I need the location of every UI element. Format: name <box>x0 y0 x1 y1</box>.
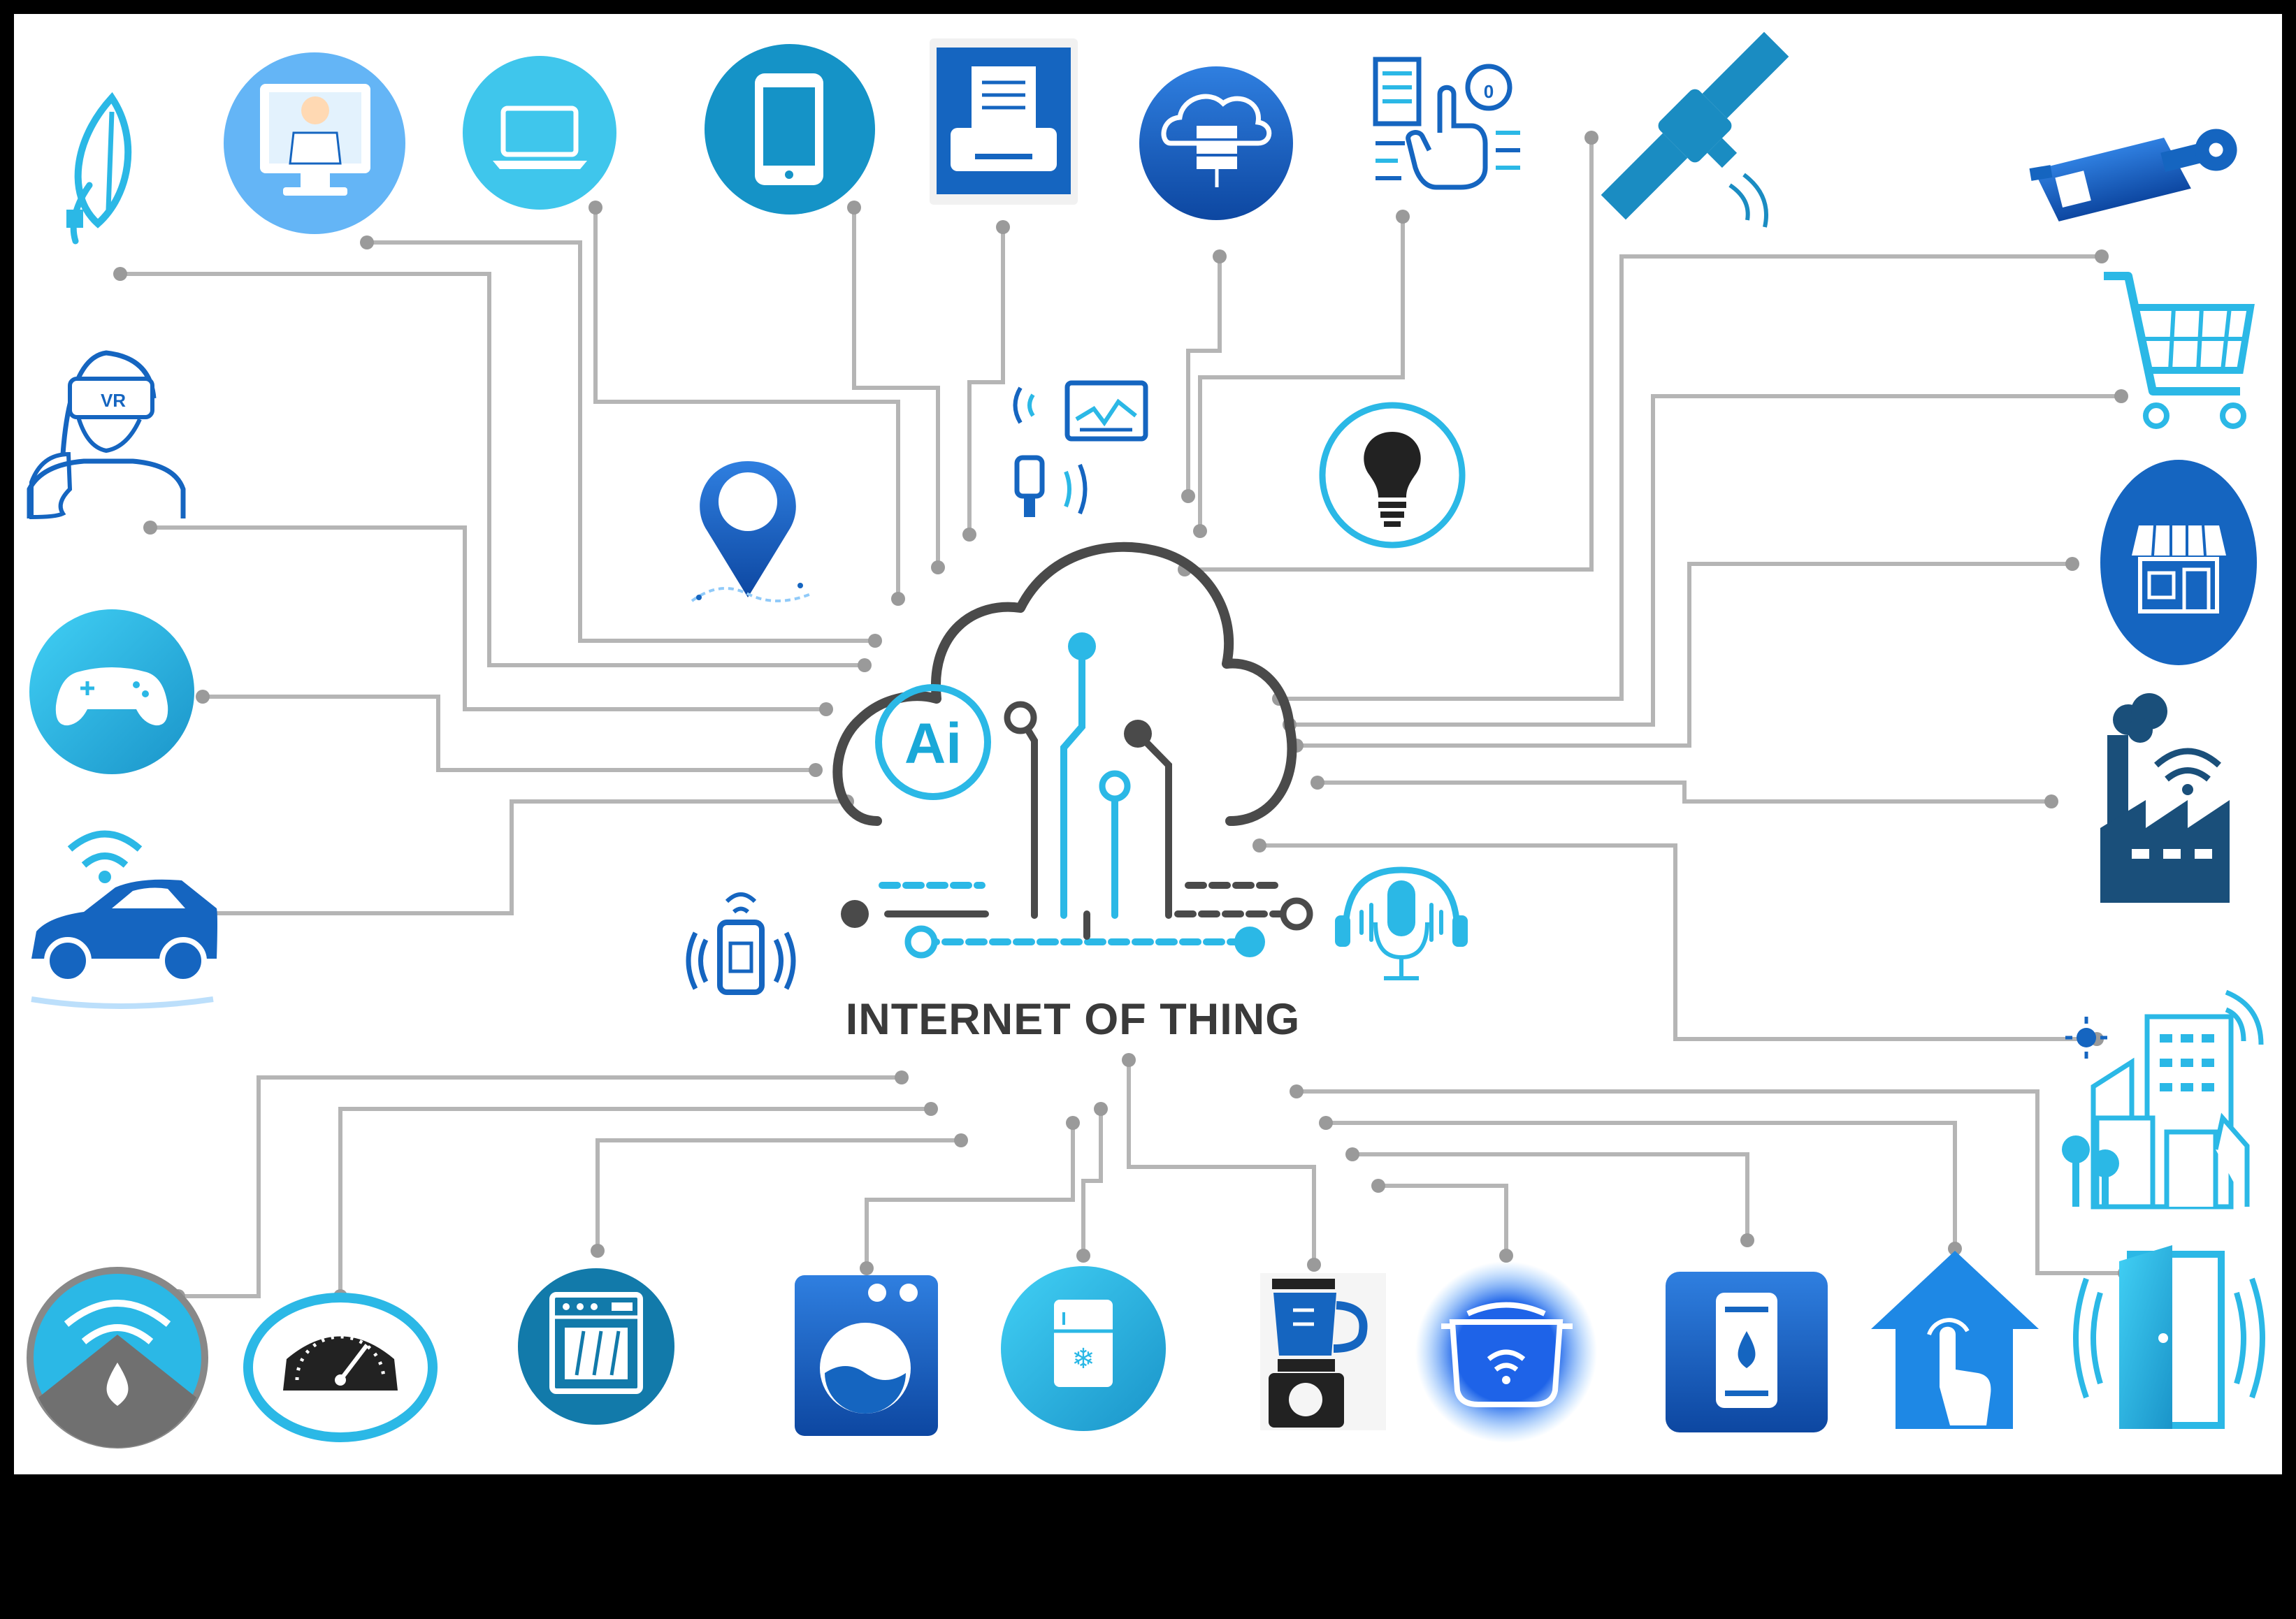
vr-label: VR <box>101 390 126 411</box>
smart-home-touch-icon <box>1871 1251 2039 1429</box>
blender-icon <box>1260 1273 1386 1430</box>
ai-label: Ai <box>904 712 962 776</box>
cloud-server-icon <box>1139 66 1293 220</box>
svg-text:❄: ❄ <box>1071 1343 1095 1375</box>
smart-water-icon <box>27 1267 208 1449</box>
smart-oven-icon <box>518 1268 674 1425</box>
laptop-icon <box>463 56 616 210</box>
security-camera-icon <box>2029 129 2237 222</box>
smart-remote-icon <box>686 892 796 995</box>
gauge-icon <box>243 1293 438 1442</box>
smart-fridge-icon: ❄ <box>1001 1266 1166 1431</box>
telemedicine-doctor-icon <box>224 52 405 234</box>
shopping-cart-icon <box>2104 272 2255 429</box>
microphone-headphones-icon <box>1335 866 1468 980</box>
location-pin-icon <box>691 461 811 602</box>
smart-fuel-tank-icon <box>1666 1272 1828 1432</box>
washing-machine-icon <box>795 1275 938 1436</box>
ai-circle <box>875 684 991 800</box>
vr-headset-icon: VR <box>27 350 186 520</box>
factory-wifi-icon <box>2100 693 2230 903</box>
connected-car-icon <box>31 830 217 1009</box>
store-icon <box>2100 460 2257 665</box>
sensor-monitor-icon <box>1013 380 1148 517</box>
connector-lines <box>120 138 2125 1298</box>
smart-interface-icon: 0 <box>1373 57 1520 190</box>
smart-city-icon <box>2062 989 2264 1210</box>
cloud-outline <box>832 542 1297 826</box>
satellite-icon <box>1601 31 1789 228</box>
gamepad-icon <box>29 609 194 774</box>
ai-cloud-hub: Ai INTERNET OF THING <box>832 542 1313 1044</box>
smart-cooker-icon <box>1415 1261 1597 1443</box>
smart-door-icon <box>2073 1245 2265 1429</box>
svg-text:0: 0 <box>1484 81 1494 102</box>
printer-icon <box>930 38 1078 205</box>
leaf-plug-icon <box>66 92 132 245</box>
circuit-traces <box>879 643 1284 945</box>
diagram-title: INTERNET OF THING <box>846 995 1300 1044</box>
light-bulb-icon <box>1319 402 1466 549</box>
smartphone-icon <box>705 44 875 215</box>
